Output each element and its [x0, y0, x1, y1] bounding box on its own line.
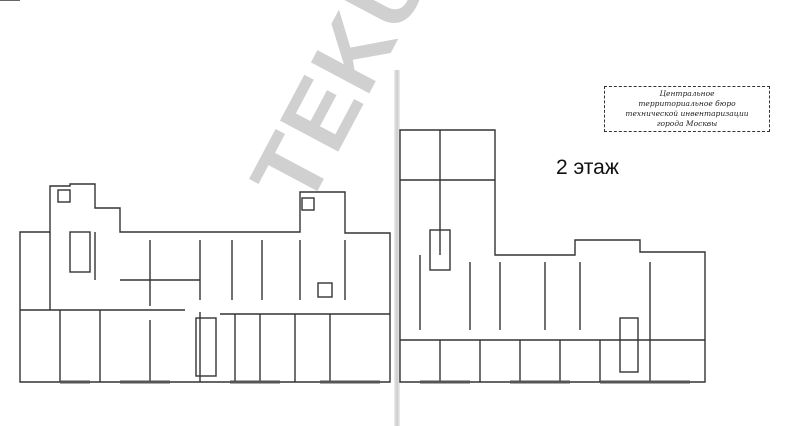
page-fold: [394, 70, 400, 426]
right-wing-outline: [399, 129, 706, 383]
left-wing-outline: [19, 183, 391, 383]
elevator-left: [57, 189, 71, 203]
stair-right: [429, 229, 451, 271]
right-rooms: [400, 130, 705, 382]
left-rooms: [49, 232, 346, 382]
elevator-mid: [301, 197, 315, 211]
stamp-line: территориальное бюро: [638, 99, 736, 108]
stair-right-2: [619, 317, 639, 373]
elevator-mid-2: [317, 282, 333, 298]
stamp-line: Центральное: [659, 89, 715, 98]
stamp-line: города Москвы: [656, 119, 718, 128]
floor-title: 2 этаж: [556, 156, 619, 179]
stair-left-2: [69, 231, 91, 273]
left-wall-corridor: [20, 309, 390, 382]
bti-stamp: Центральное территориальное бюро техниче…: [604, 86, 770, 132]
stamp-line: технической инвентаризации: [625, 109, 749, 118]
stair-left: [195, 317, 217, 377]
